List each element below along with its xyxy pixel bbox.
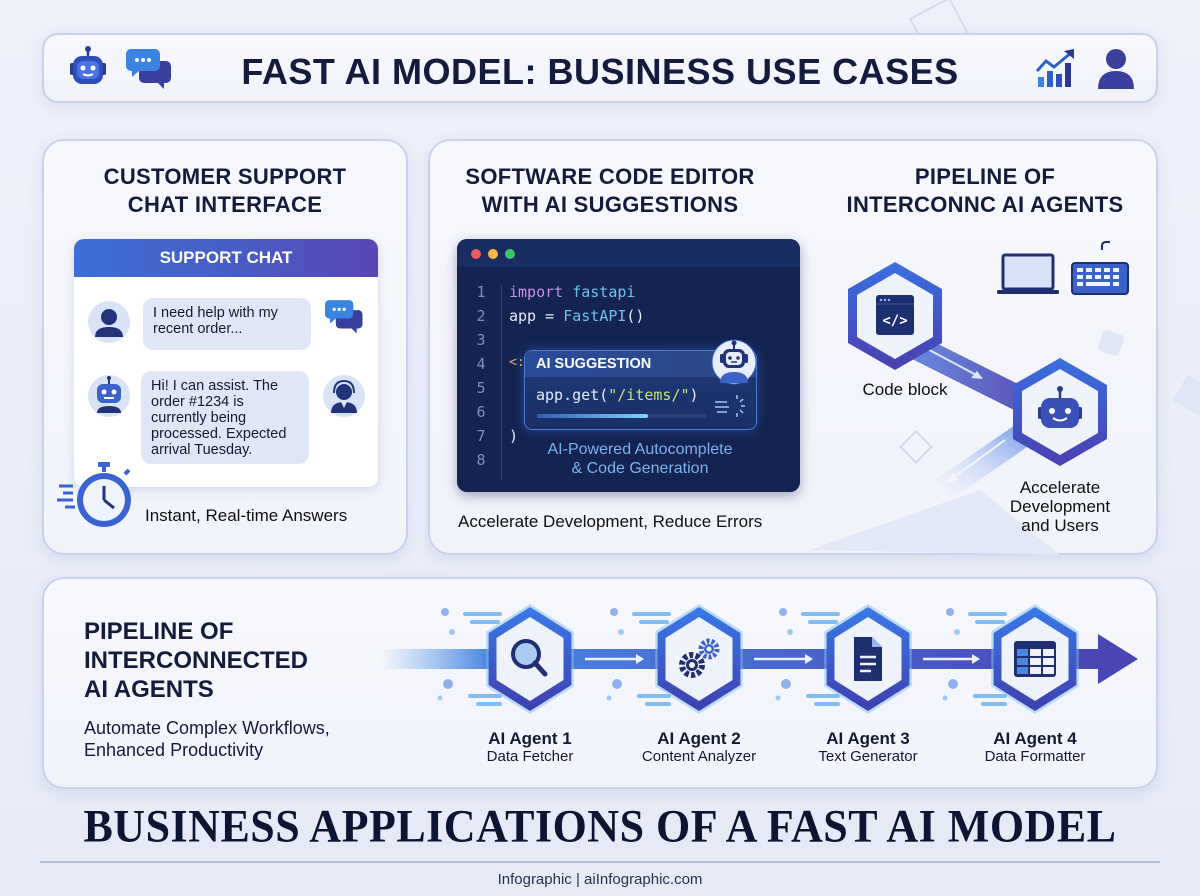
agent-name: AI Agent 4 (993, 729, 1077, 748)
code-token: app.get( (536, 386, 609, 404)
maximize-dot[interactable] (505, 249, 515, 259)
message-text: recent order... (153, 321, 243, 337)
chat-header: SUPPORT CHAT (74, 239, 378, 277)
title-line: SOFTWARE CODE EDITOR (465, 164, 755, 189)
user-icon (95, 309, 123, 337)
bot-avatar (88, 375, 130, 417)
line-number: 4 (476, 355, 486, 373)
agent-role: Text Generator (818, 748, 918, 765)
agent-role: Data Formatter (984, 748, 1086, 765)
loading-spinner-icon (715, 395, 745, 417)
user-icon (1098, 49, 1134, 89)
line-number: 5 (476, 379, 486, 397)
message-text: currently being (151, 410, 247, 426)
ai-suggestion-label: AI SUGGESTION (525, 351, 756, 377)
growth-chart-icon (1035, 49, 1074, 87)
line-number: 2 (476, 307, 486, 325)
title-line: INTERCONNC AI AGENTS (846, 192, 1124, 217)
pipeline-bottom-subtitle: Automate Complex Workflows, Enhanced Pro… (84, 717, 330, 761)
user-message-bubble: I need help with my recent order... (143, 298, 311, 350)
footer-credit: Infographic | aiInfographic.com (497, 871, 703, 888)
line-number: 3 (476, 331, 486, 349)
code-block-label: Code block (862, 380, 948, 399)
editor-title-bar (457, 239, 800, 267)
code-token: () (626, 307, 645, 325)
message-text: I need help with my (153, 305, 278, 321)
support-chat-window: SUPPORT CHAT (74, 239, 378, 487)
line-number: 6 (476, 403, 486, 421)
string-token: "/items/" (608, 386, 690, 404)
code-line-7[interactable]: ) (509, 427, 519, 445)
message-text: Hi! I can assist. The (151, 378, 279, 394)
accelerate-label: Accelerate Development and Users (990, 478, 1130, 535)
agent-name: AI Agent 1 (488, 729, 572, 748)
title-line: AI AGENTS (84, 676, 214, 703)
code-token: app = (509, 307, 564, 325)
agent-avatar (323, 375, 365, 417)
label-line: Development (1009, 497, 1111, 516)
message-text: processed. Expected (151, 426, 287, 442)
footer-title: BUSINESS APPLICATIONS OF A FAST AI MODEL (83, 800, 1117, 853)
message-text: order #1234 is (151, 394, 244, 410)
close-dot[interactable] (471, 249, 481, 259)
title-line: PIPELINE OF (84, 618, 234, 645)
title-line: WITH AI SUGGESTIONS (481, 192, 739, 217)
caption-line: & Code Generation (571, 460, 709, 477)
message-text: arrival Tuesday. (151, 442, 253, 458)
gutter-divider (501, 285, 502, 480)
line-number: 1 (476, 283, 486, 301)
footer-divider (40, 861, 1160, 863)
keyword-token: import (509, 283, 564, 301)
caption-line: AI-Powered Autocomplete (547, 441, 733, 458)
title-line: CUSTOMER SUPPORT (103, 164, 347, 189)
subtitle-line: Enhanced Productivity (84, 740, 264, 760)
label-line: Accelerate (1019, 478, 1101, 497)
user-avatar (88, 301, 130, 343)
code-line-2[interactable]: app = FastAPI() (509, 307, 644, 325)
chat-bubbles-icon (126, 49, 171, 89)
code-editor-title: SOFTWARE CODE EDITOR WITH AI SUGGESTIONS (430, 163, 790, 219)
agent-role: Data Fetcher (486, 748, 574, 765)
support-tagline: Instant, Real-time Answers (145, 506, 348, 525)
code-line-1[interactable]: import fastapi (509, 283, 635, 301)
customer-support-title: CUSTOMER SUPPORT CHAT INTERFACE (42, 163, 408, 219)
robot-icon (97, 376, 121, 413)
title-line: INTERCONNECTED (84, 647, 309, 674)
agent-role: Content Analyzer (641, 748, 757, 765)
pipeline-top-title: PIPELINE OF INTERCONNC AI AGENTS (810, 163, 1160, 219)
function-token: FastAPI (563, 307, 627, 325)
line-number: 8 (476, 451, 486, 469)
module-token: fastapi (572, 283, 636, 301)
pipeline-bottom-title: PIPELINE OF INTERCONNECTED AI AGENTS (84, 617, 308, 704)
line-number: 7 (476, 427, 486, 445)
code-line-4[interactable]: <: (509, 355, 525, 370)
code-editor-tagline: Accelerate Development, Reduce Errors (458, 512, 763, 531)
title-line: PIPELINE OF (914, 164, 1056, 189)
subtitle-line: Automate Complex Workflows, (84, 718, 330, 738)
bot-message-bubble: Hi! I can assist. The order #1234 is cur… (141, 371, 309, 464)
support-agent-icon (331, 379, 357, 413)
page-title: FAST AI MODEL: BUSINESS USE CASES (241, 51, 959, 92)
agent-name: AI Agent 3 (826, 729, 910, 748)
robot-icon (70, 46, 106, 84)
suggestion-progress-bar (537, 414, 707, 418)
ai-caption: AI-Powered Autocomplete & Code Generatio… (520, 440, 760, 478)
code-token: ) (689, 386, 699, 404)
header-banner: FAST AI MODEL: BUSINESS USE CASES (42, 33, 1158, 103)
suggested-code[interactable]: app.get("/items/") (536, 386, 699, 404)
ai-suggestion-popup[interactable]: AI SUGGESTION app.get("/items/") (524, 350, 757, 430)
agent-name: AI Agent 2 (657, 729, 741, 748)
title-line: CHAT INTERFACE (127, 192, 323, 217)
minimize-dot[interactable] (488, 249, 498, 259)
label-line: and Users (1021, 516, 1099, 535)
suggestion-progress-fill (537, 414, 648, 418)
